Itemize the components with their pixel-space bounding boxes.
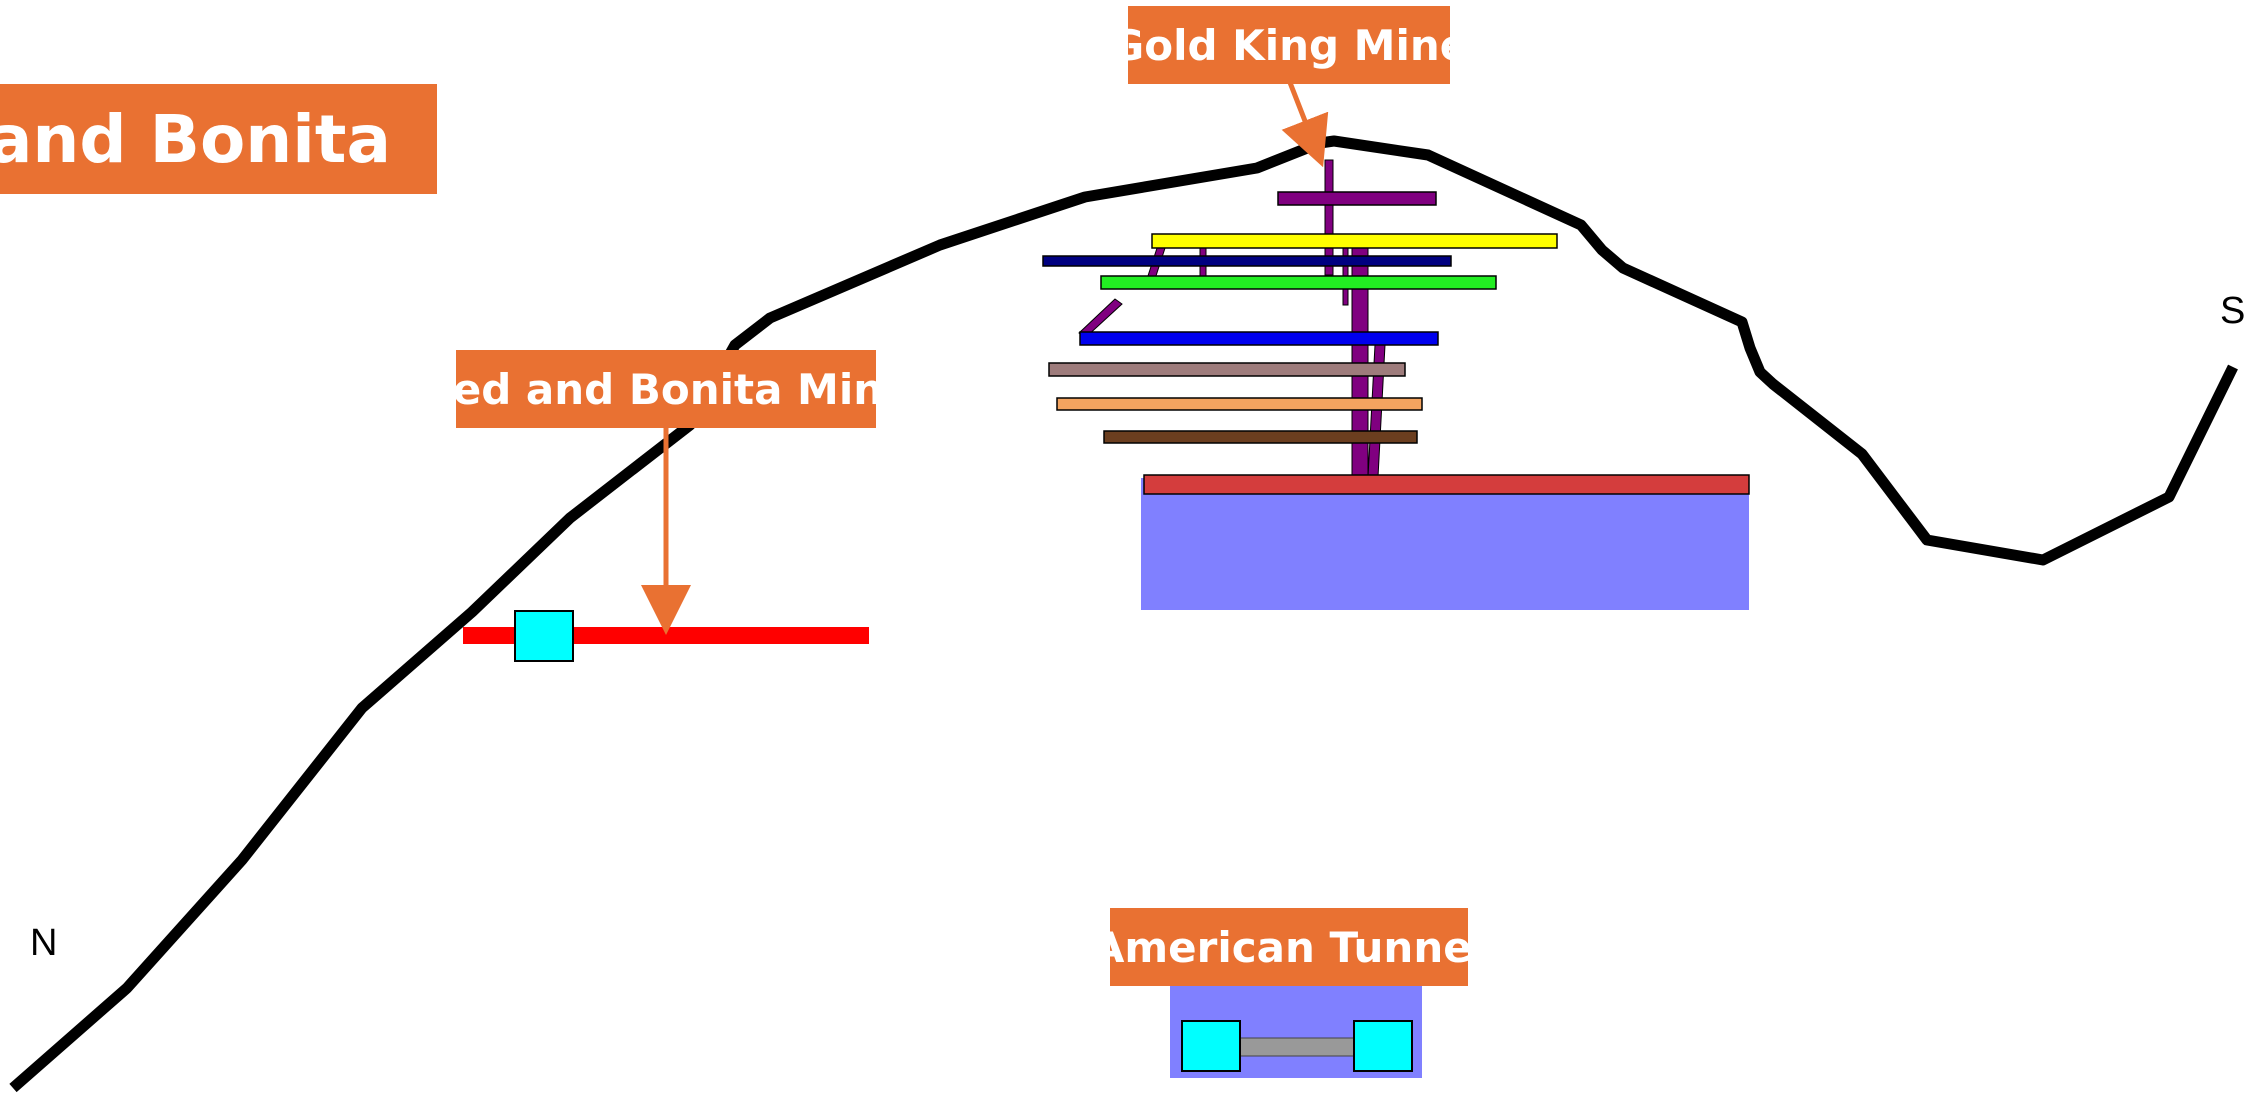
level-red — [1144, 475, 1749, 494]
level-yellow — [1152, 234, 1557, 248]
slide-title-text: Red and Bonita — [0, 101, 391, 178]
level-green — [1101, 276, 1496, 289]
gold-king-pool — [1141, 478, 1749, 610]
american-tunnel-label-text: American Tunnel — [1110, 923, 1468, 972]
gold-king-arrow — [1289, 80, 1314, 144]
gold-king-shafts — [1079, 160, 1385, 477]
level-blue — [1080, 332, 1438, 345]
american-tunnel-bulkhead-right — [1354, 1021, 1412, 1071]
level-purple — [1278, 192, 1436, 205]
american-tunnel-label: American Tunnel — [1110, 908, 1468, 986]
american-tunnel-connector — [1238, 1038, 1356, 1056]
american-tunnel-bulkhead-left — [1182, 1021, 1240, 1071]
north-label: N — [30, 922, 57, 965]
south-label: S — [2220, 290, 2245, 333]
gold-king-levels — [1043, 192, 1749, 494]
level-brown — [1104, 431, 1417, 443]
slide-title-label: Red and Bonita — [0, 84, 437, 194]
red-bonita-bulkhead — [515, 611, 573, 661]
level-tan — [1057, 398, 1422, 410]
level-navy — [1043, 256, 1451, 266]
level-mauve — [1049, 363, 1405, 376]
